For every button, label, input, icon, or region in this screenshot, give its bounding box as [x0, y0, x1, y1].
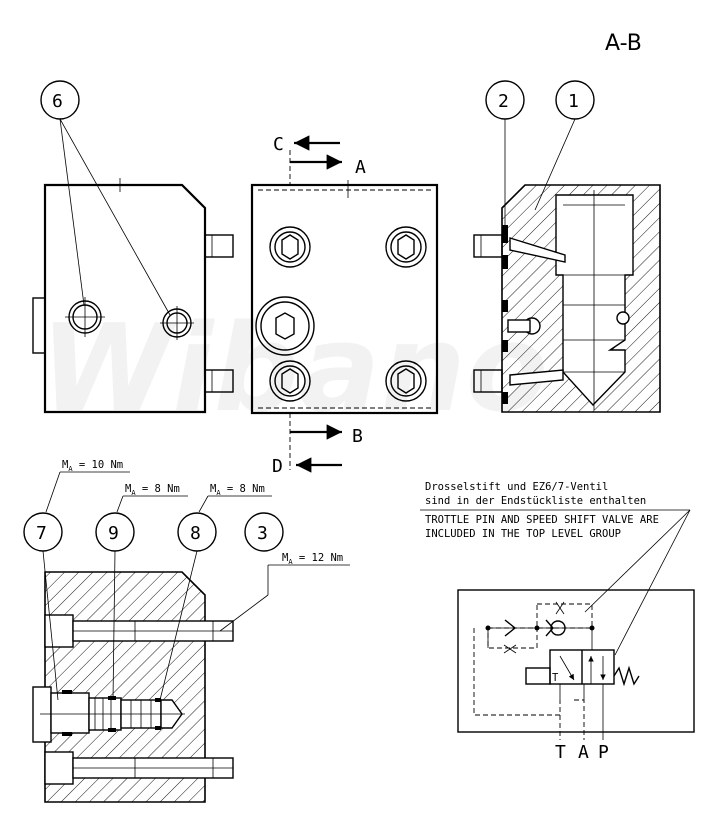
note-line-de-2: sind in der Endstückliste enthalten: [425, 495, 646, 507]
svg-text:8: 8: [190, 523, 201, 544]
callout-1: 1: [534, 80, 595, 211]
section-marker-b: B: [290, 424, 363, 447]
section-marker-c: C: [273, 134, 340, 155]
callout-3: 3: [219, 512, 284, 632]
side-view-left: [32, 178, 234, 414]
svg-text:MA = 10 Nm: MA = 10 Nm: [62, 459, 123, 473]
svg-text:A: A: [355, 157, 366, 178]
port-a-label: A: [578, 742, 589, 763]
torque-label-4: MA = 12 Nm: [268, 552, 350, 566]
section-view-right: [473, 184, 661, 413]
note-line-en-2: INCLUDED IN THE TOP LEVEL GROUP: [425, 528, 621, 540]
bolt-head-top-right: [385, 226, 427, 268]
svg-text:C: C: [273, 134, 284, 155]
callout-9: 9: [95, 512, 135, 701]
svg-text:3: 3: [257, 523, 268, 544]
svg-text:7: 7: [36, 523, 47, 544]
callout-8: 8: [159, 512, 217, 701]
svg-text:MA = 8 Nm: MA = 8 Nm: [125, 483, 180, 497]
section-marker-d: D: [272, 456, 342, 477]
valve-port-t: T: [552, 672, 559, 684]
torque-label-1: MA = 10 Nm: [45, 459, 130, 513]
hydraulic-schematic: T: [457, 589, 695, 740]
plug-center-left: [255, 296, 315, 356]
torque-label-3: MA = 8 Nm: [198, 483, 272, 513]
svg-text:MA = 8 Nm: MA = 8 Nm: [210, 483, 265, 497]
note-line-en-1: TROTTLE PIN AND SPEED SHIFT VALVE ARE: [425, 514, 659, 526]
svg-text:1: 1: [568, 91, 579, 112]
svg-text:MA = 12 Nm: MA = 12 Nm: [282, 552, 343, 566]
torque-label-2: MA = 8 Nm: [116, 483, 188, 513]
callout-6: 6: [40, 80, 171, 316]
bolt-head-bottom-left: [269, 360, 311, 402]
section-title: A-B: [605, 31, 642, 56]
svg-text:9: 9: [108, 523, 119, 544]
port-t-label: T: [555, 742, 566, 763]
bolt-head-bottom-right: [385, 360, 427, 402]
note-line-de-1: Drosselstift und EZ6/7-Ventil: [425, 481, 608, 493]
svg-text:6: 6: [52, 91, 63, 112]
bolt-head-top-left: [269, 226, 311, 268]
bottom-section-view: [32, 571, 234, 803]
callout-2: 2: [485, 80, 525, 232]
port-p-label: P: [598, 742, 609, 763]
callout-7: 7: [23, 512, 63, 701]
front-view-center: [250, 150, 439, 470]
svg-text:B: B: [352, 426, 363, 447]
assembly-note: Drosselstift und EZ6/7-Ventil sind in de…: [420, 481, 691, 656]
svg-text:D: D: [272, 456, 283, 477]
section-marker-a: A: [290, 154, 366, 178]
svg-text:2: 2: [498, 91, 509, 112]
